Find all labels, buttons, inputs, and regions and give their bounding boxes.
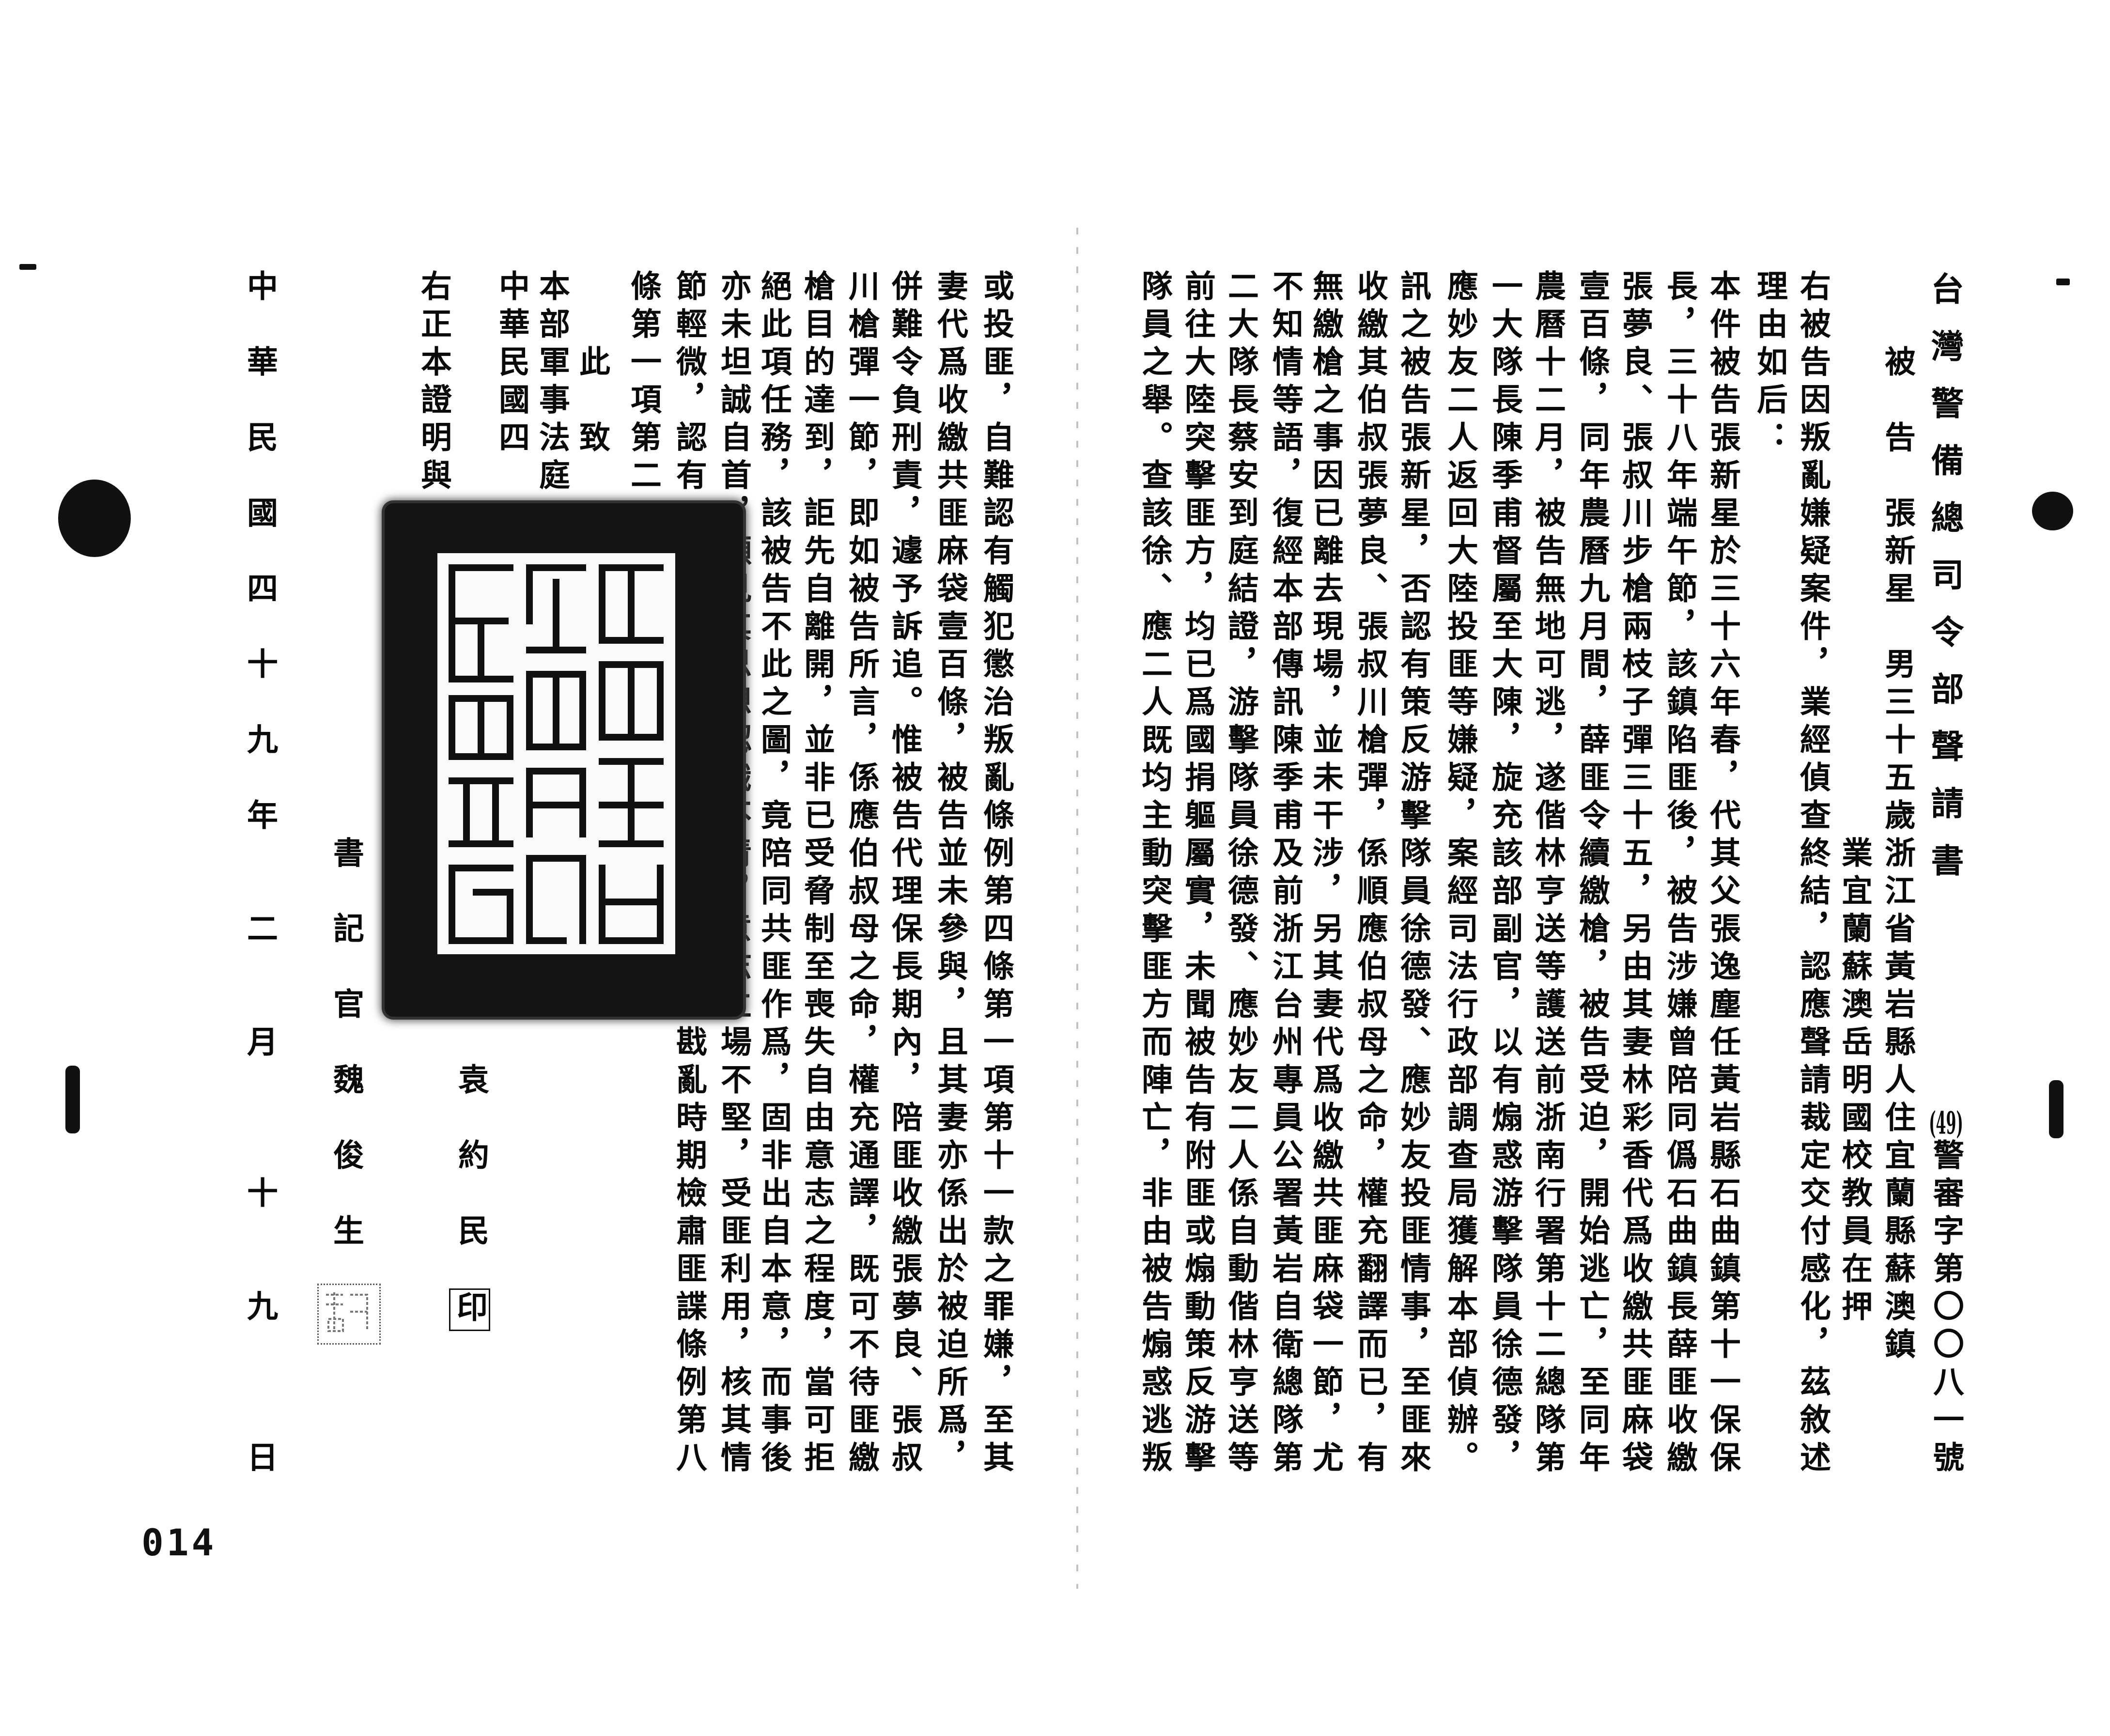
body-column: 訊之被告張新星，否認有策反游擊隊員徐德發、應妙友投匪情事，至匪來 — [1395, 270, 1431, 1479]
body-column: 隊員之舉。查該徐、應二人既均主動突擊匪方而陣亡，非由被告煽惑逃叛 — [1136, 270, 1173, 1479]
body-column: 壹百條，同年農曆九月間，薛匪令續繳槍，被告受迫，開始逃亡，至同年 — [1574, 270, 1610, 1479]
defendant-occupation: 業宜蘭蘇澳岳明國校教員在押 — [1836, 837, 1873, 1328]
body-column: 前往大陸突擊匪方，均已爲國捐軀屬實，未聞被告有附匪或煽動策反游擊 — [1179, 270, 1216, 1479]
copy-certification: 右正本證明與 — [416, 270, 452, 496]
addressee: 本部軍事法庭 — [534, 270, 570, 496]
page-number: 014 — [141, 1521, 217, 1564]
body-column: 節輕微，認有 — [671, 270, 707, 496]
body-column: 川槍彈一節，即如被告所言，係應伯叔母之命，權充通譯，既可不待匪繳 — [843, 270, 880, 1479]
official-seal-stamp — [385, 503, 743, 1017]
body-column: 槍目的達到，詎先自離開，並非已受脅制至喪失自由意志之程度，當可拒 — [799, 270, 835, 1479]
body-column: 無繳槍之事因已離去現場，並未干涉，另其妻代爲收繳共匪麻袋一節，尤 — [1307, 270, 1344, 1479]
body-column: 不知情等語，復經本部傳訊陳季甫及前浙江台州專員公署黃岩自衛總隊第 — [1267, 270, 1303, 1479]
body-column: 二大隊長蔡安到庭結證，游擊隊員徐德發、應妙友二人係自動偕林亨送等 — [1223, 270, 1259, 1479]
defendant-name: 張新星 — [1879, 496, 1916, 610]
body-column: 妻代爲收繳共匪麻袋壹百條，被告並未參與，且其妻亦係出於被迫所爲， — [932, 270, 968, 1479]
official-name: 袁約民 — [453, 1063, 489, 1290]
body-column-lower: 戡亂時期檢肅匪諜條例第八 — [671, 1025, 707, 1479]
body-column: 條第一項第二 — [625, 270, 662, 496]
clerk-seal-icon — [326, 1292, 368, 1332]
body-column: 長，三十八年端午節，該鎮陷匪後，被告涉嫌曾陪同僞石曲鎮長薛匪收繳 — [1661, 270, 1698, 1479]
seal-face — [437, 553, 675, 954]
official-seal-mark: 印 — [449, 1288, 490, 1331]
body-column: 併難令負刑責，遽予訴追。惟被告代理保長期內，陪匪收繳張夢良、張叔 — [886, 270, 923, 1479]
filing-date-partial: 中華民國四 — [494, 270, 530, 459]
scan-speck — [65, 1066, 80, 1133]
seal-script-icon — [449, 564, 664, 944]
scan-speck — [2032, 492, 2073, 530]
scan-speck — [58, 480, 131, 557]
date-month: 二 — [242, 912, 278, 950]
document-title: 台灣警備總司令部聲請書 — [1925, 272, 1964, 900]
document-number-prefix: (49) — [1929, 1108, 1963, 1139]
body-column: 張夢良、張叔川步槍兩枝子彈三十五，另由其妻林彩香代爲收繳共匪麻袋 — [1617, 270, 1653, 1479]
seal-character: 印 — [449, 1288, 490, 1331]
body-column: 理由如后： — [1752, 270, 1788, 459]
page-gutter — [1076, 228, 1078, 1589]
body-column: 右被告因叛亂嫌疑案件，業經偵查終結，認應聲請裁定交付感化，茲敘述 — [1795, 270, 1831, 1479]
closing-phrase: 此致 — [574, 345, 610, 496]
scan-speck — [19, 264, 36, 270]
body-column: 應妙友二人返回大陸投匪等嫌疑，案經司法行政部調查局獲解本部偵辦。 — [1442, 270, 1478, 1479]
scan-speck — [2049, 1080, 2063, 1138]
defendant-label: 被告 — [1879, 345, 1916, 496]
body-column: 絕此項任務，該被告不此之圖，竟陪同共匪作爲，固非出自本意，而事後 — [756, 270, 792, 1479]
body-column: 一大隊長陳季甫督屬至大陳，旋充該部副官，以有煽惑游擊隊員徐德發， — [1487, 270, 1523, 1479]
date-era-year: 中華民國四十九年 — [242, 270, 278, 874]
body-column: 或投匪，自難認有觸犯懲治叛亂條例第四條第一項第十一款之罪嫌，至其 — [978, 270, 1014, 1479]
date-month-unit: 月 — [242, 1025, 278, 1063]
body-column: 本件被告張新星於三十六年春，代其父張逸塵任黃岩縣石曲鎮第十一保保 — [1705, 270, 1741, 1479]
date-day-units: 九 — [242, 1290, 278, 1328]
scan-speck — [2056, 279, 2070, 285]
body-column: 農曆十二月，被告無地可逃，遂偕林亨送等護送前浙南行署第十二總隊第 — [1530, 270, 1566, 1479]
clerk-signature: 書記官魏俊生 — [328, 837, 364, 1290]
document-number: (49)警審字第〇〇八一號 — [1928, 1108, 1964, 1479]
defendant-details: 男三十五歲浙江省黃岩縣人住宜蘭縣蘇澳鎮 — [1879, 648, 1916, 1365]
date-day-unit: 日 — [242, 1441, 278, 1479]
body-column: 收繳其伯叔張夢良、張叔川槍彈，係順應伯叔母之命，權充翻譯而已，有 — [1352, 270, 1388, 1479]
date-day-tens: 十 — [242, 1177, 278, 1214]
clerk-seal — [317, 1284, 381, 1345]
document-number-value: 警審字第〇〇八一號 — [1928, 1139, 1964, 1479]
